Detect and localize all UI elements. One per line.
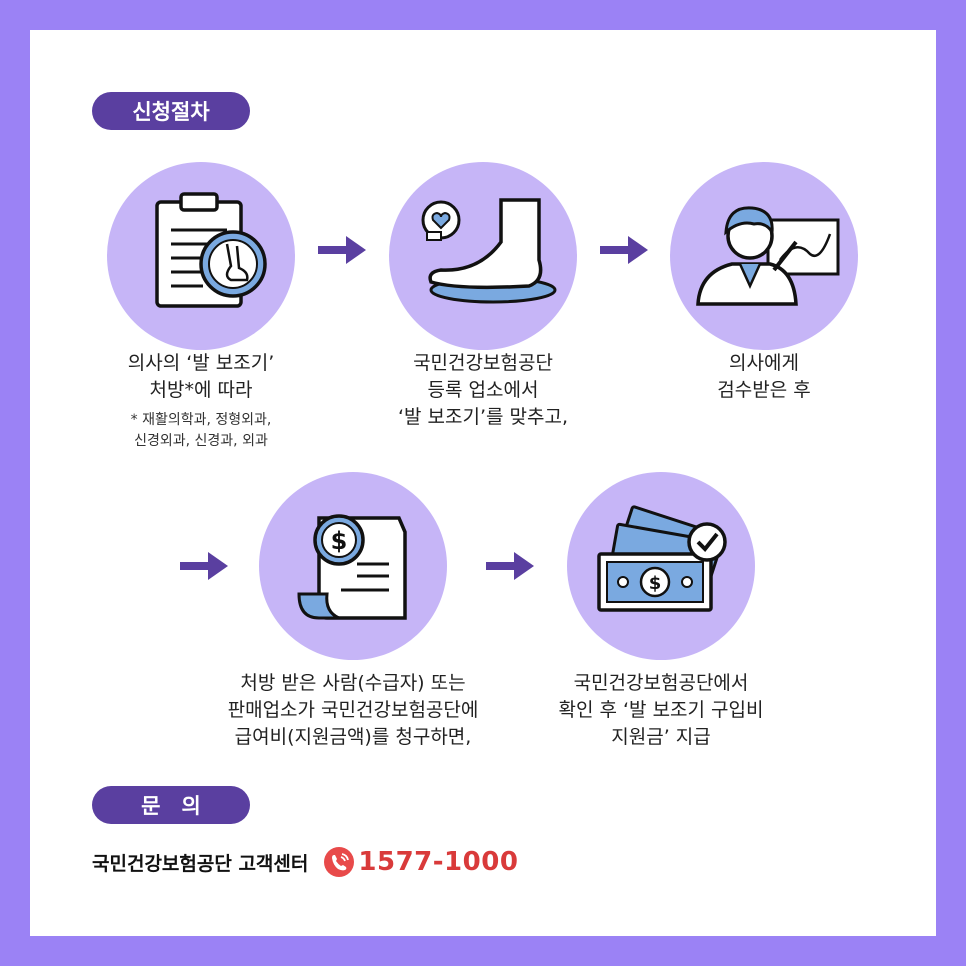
step-5-circle: $ (567, 472, 755, 660)
step-2-caption-line: 등록 업소에서 (427, 379, 539, 401)
step-4-caption-line: 판매업소가 국민건강보험공단에 (227, 699, 479, 721)
step-5-caption: 국민건강보험공단에서 확인 후 ‘발 보조기 구입비 지원금’ 지급 (531, 670, 791, 751)
step-5-caption-line: 국민건강보험공단에서 (573, 672, 749, 694)
money-check-icon: $ (597, 505, 727, 612)
step-2-caption: 국민건강보험공단 등록 업소에서 ‘발 보조기’를 맞추고, (383, 350, 583, 431)
doctor-icon (696, 206, 840, 306)
arrow-right-icon (600, 236, 648, 264)
step-1-caption-line: 처방*에 따라 (149, 379, 253, 401)
step-1-note-line: 신경외과, 신경과, 외과 (134, 433, 268, 449)
step-4-caption: 처방 받은 사람(수급자) 또는 판매업소가 국민건강보험공단에 급여비(지원금… (203, 670, 503, 751)
arrow-right-icon (318, 236, 366, 264)
foot-insole-icon (421, 198, 557, 304)
step-2-circle (389, 162, 577, 350)
step-2-caption-line: ‘발 보조기’를 맞추고, (397, 406, 569, 428)
contact-org: 국민건강보험공단 고객센터 (92, 852, 309, 875)
section-label-inquiry: 문 의 (92, 786, 250, 824)
arrow-right-icon (180, 552, 228, 580)
step-4-caption-line: 급여비(지원금액)를 청구하면, (234, 726, 472, 748)
contact-phone[interactable]: 1577-1000 (358, 847, 519, 877)
section-label-procedure: 신청절차 (92, 92, 250, 130)
phone-icon (324, 847, 355, 877)
step-2-caption-line: 국민건강보험공단 (413, 352, 553, 374)
step-4-circle: $ (259, 472, 447, 660)
clipboard-foot-icon (155, 192, 267, 308)
step-5-caption-line: 확인 후 ‘발 보조기 구입비 (558, 699, 764, 721)
receipt-dollar-icon: $ (297, 514, 407, 620)
step-1-caption: 의사의 ‘발 보조기’ 처방*에 따라 (101, 350, 301, 404)
svg-text:$: $ (331, 527, 348, 555)
step-4-caption-line: 처방 받은 사람(수급자) 또는 (240, 672, 466, 694)
contact-line: 국민건강보험공단 고객센터 1577-1000 (92, 842, 518, 882)
arrow-right-icon (486, 552, 534, 580)
step-1-circle (107, 162, 295, 350)
step-1-note: * 재활의학과, 정형외과, 신경외과, 신경과, 외과 (101, 410, 301, 452)
step-5-caption-line: 지원금’ 지급 (611, 726, 711, 748)
step-3-caption-line: 의사에게 (729, 352, 799, 374)
step-3-circle (670, 162, 858, 350)
step-1-caption-line: 의사의 ‘발 보조기’ (127, 352, 275, 374)
step-1-note-line: * 재활의학과, 정형외과, (130, 412, 272, 428)
svg-text:$: $ (649, 573, 662, 594)
step-3-caption: 의사에게 검수받은 후 (664, 350, 864, 404)
step-3-caption-line: 검수받은 후 (717, 379, 811, 401)
